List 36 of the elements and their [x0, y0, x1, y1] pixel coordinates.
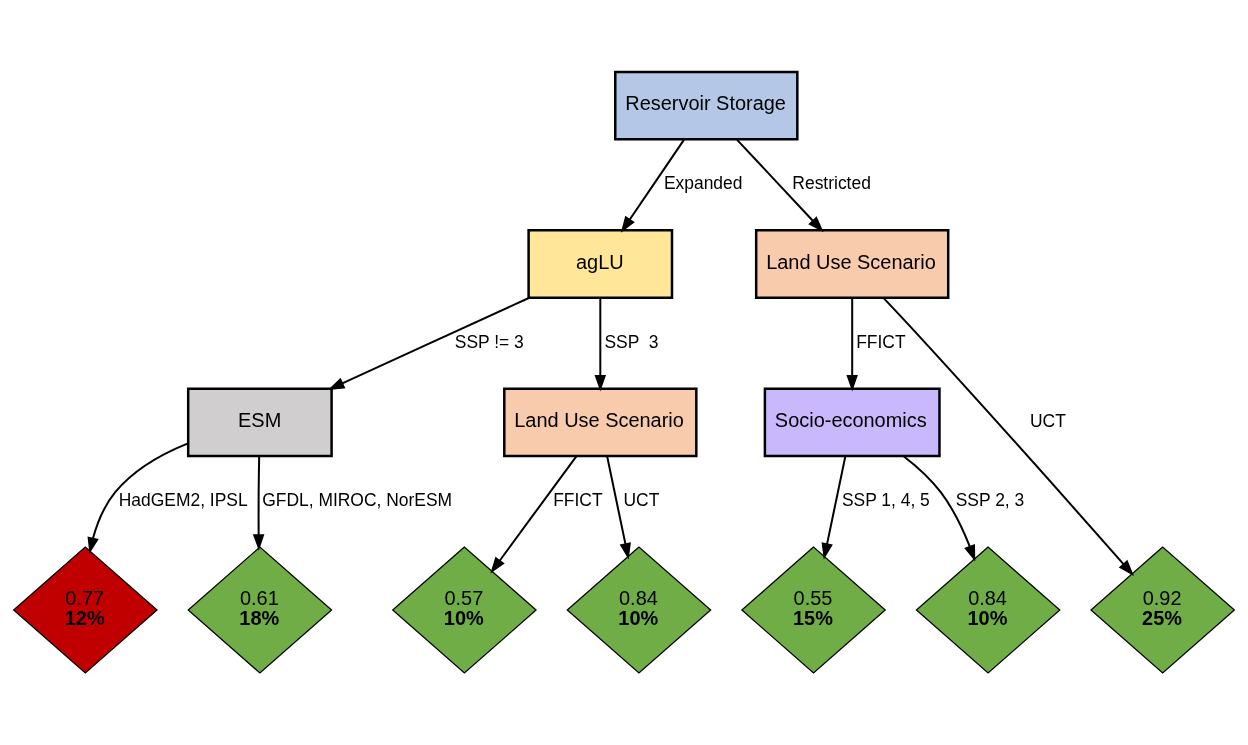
node-diamond: 0.92 25%	[1090, 546, 1236, 674]
arrow	[882, 296, 1134, 577]
edge-label: Expanded	[663, 173, 743, 194]
arrow	[846, 296, 858, 392]
arrow	[620, 138, 686, 233]
arrow	[902, 455, 976, 562]
edge-label: UCT	[623, 490, 660, 511]
edge-label: FFICT	[856, 331, 906, 352]
edge-label: FFICT	[553, 490, 603, 511]
node-diamond: 0.57 10%	[391, 546, 538, 674]
arrow	[821, 455, 847, 560]
node-box: agLU	[527, 229, 674, 299]
node-diamond: 0.61 18%	[187, 546, 333, 674]
arrow	[87, 442, 190, 554]
edge-label: SSP != 3	[454, 331, 524, 352]
edge-label: SSP 1, 4, 5	[841, 490, 930, 511]
edge-label: Restricted	[792, 173, 871, 194]
arrow	[490, 455, 578, 574]
edge-label: GFDL, MIROC, NorESM	[262, 490, 453, 511]
edge-label: UCT	[1030, 410, 1066, 431]
node-box: Land Use Scenario	[754, 229, 950, 299]
arrow	[328, 296, 531, 390]
node-diamond: 0.84 10%	[566, 546, 712, 674]
node-box: Reservoir Storage	[614, 70, 799, 141]
arrow	[735, 138, 824, 233]
node-box: Land Use Scenario	[503, 387, 698, 458]
arrow	[252, 455, 265, 551]
arrow	[594, 296, 607, 392]
arrow	[606, 455, 631, 560]
edge-label: SSP 2, 3	[955, 490, 1025, 511]
node-diamond: 0.55 15%	[740, 546, 887, 674]
node-diamond: 0.77 12%	[12, 546, 158, 674]
edge-label: SSP 3	[604, 331, 659, 352]
edge-label: HadGEM2, IPSL	[118, 490, 248, 511]
node-box: ESM	[186, 387, 333, 458]
node-box: Socio-economics	[763, 387, 941, 458]
